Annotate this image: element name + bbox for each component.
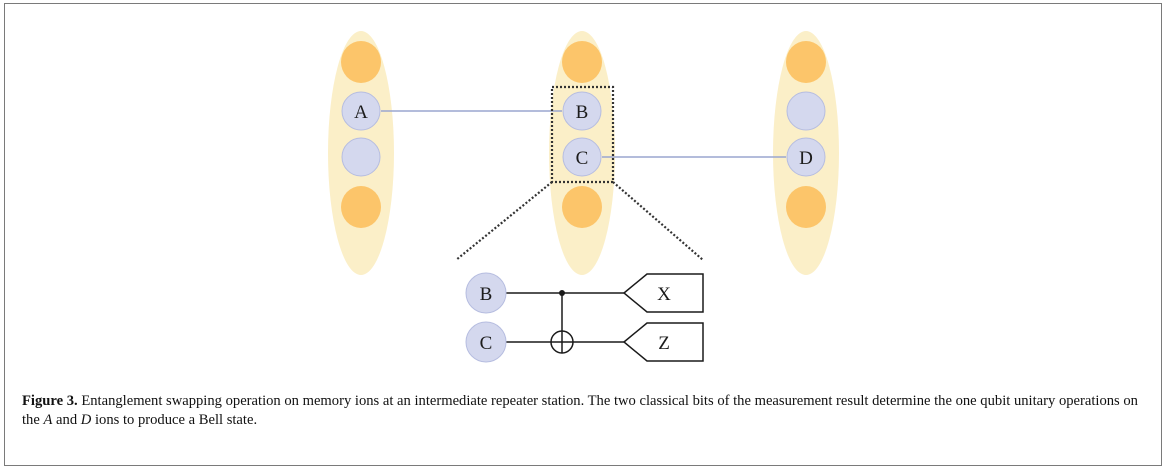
- cooling-ion-middle-top: [562, 41, 602, 83]
- swap-selection-box: [550, 85, 615, 184]
- caption-ion-a: A: [43, 412, 53, 428]
- caption-text-2: and: [52, 412, 81, 428]
- label-b: B: [576, 102, 589, 123]
- measurement-z: [622, 322, 704, 362]
- zoom-line-left: [455, 181, 553, 261]
- figure-caption: Figure 3. Entanglement swapping operatio…: [22, 392, 1142, 430]
- memory-ion-c: [562, 137, 602, 177]
- memory-ion-right-empty: [786, 91, 826, 131]
- cooling-ion-left-top: [341, 41, 381, 83]
- memory-ion-a: [341, 91, 381, 131]
- memory-ion-d: [786, 137, 826, 177]
- memory-ion-left-empty: [341, 137, 381, 177]
- cooling-ion-right-bottom: [786, 186, 826, 228]
- circuit-label-c: C: [480, 333, 493, 354]
- circuit-input-c: [465, 321, 507, 363]
- zoom-line-right: [612, 181, 704, 261]
- label-c: C: [576, 148, 589, 169]
- memory-ion-b: [562, 91, 602, 131]
- cooling-ion-left-bottom: [341, 186, 381, 228]
- measurement-x-label: X: [657, 284, 671, 305]
- cooling-ion-right-top: [786, 41, 826, 83]
- figure-label: Figure 3.: [22, 393, 78, 409]
- caption-ion-d: D: [80, 412, 92, 428]
- label-a: A: [354, 102, 368, 123]
- label-d: D: [799, 148, 813, 169]
- caption-text-1: Entanglement swapping operation on memor…: [22, 393, 1138, 428]
- caption-text-3: ions to produce a Bell state.: [91, 412, 258, 428]
- cooling-ion-middle-bottom: [562, 186, 602, 228]
- bell-measurement-circuit: B C X Z: [465, 272, 704, 363]
- circuit-input-b: [465, 272, 507, 314]
- measurement-x: [622, 273, 704, 313]
- measurement-z-label: Z: [658, 333, 670, 354]
- circuit-label-b: B: [480, 284, 493, 305]
